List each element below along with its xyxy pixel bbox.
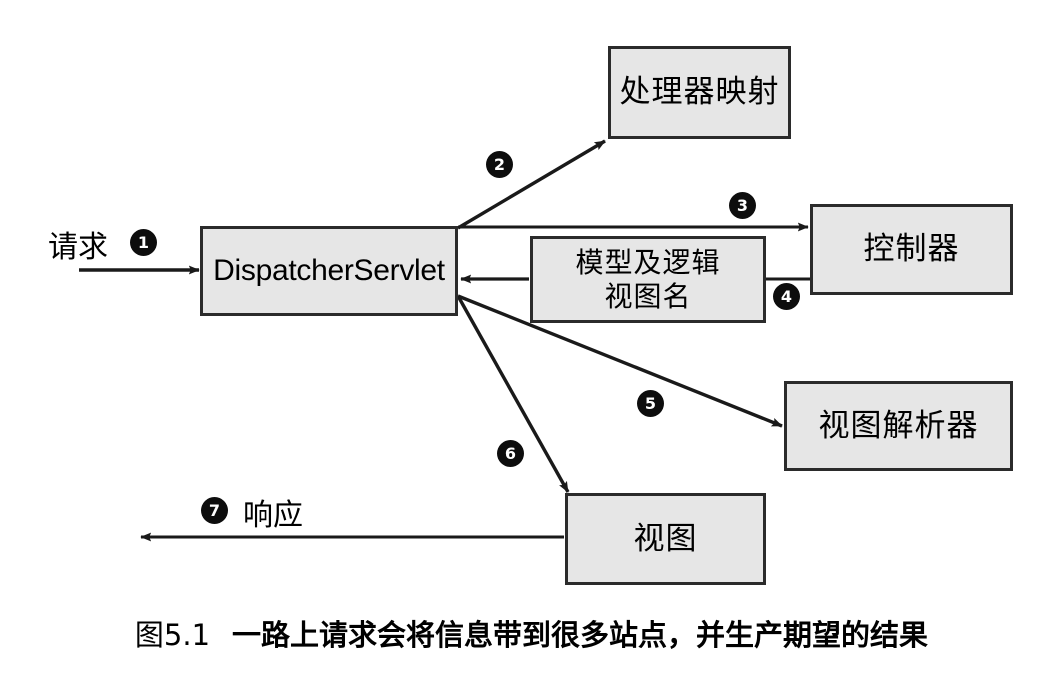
node-model-and-view-name-label: 模型及逻辑 视图名 [575,246,721,313]
edge-dispatcher-to-view [456,295,570,493]
node-handler-mapping[interactable]: 处理器映射 [608,46,791,139]
node-dispatcher-servlet-label: DispatcherServlet [213,254,445,288]
node-view[interactable]: 视图 [565,493,766,585]
node-view-label: 视图 [633,520,698,557]
node-controller-label: 控制器 [863,231,960,268]
node-view-resolver-label: 视图解析器 [818,407,979,444]
step-marker-4: 4 [773,283,800,310]
node-dispatcher-servlet[interactable]: DispatcherServlet [200,226,458,316]
node-model-and-view-name[interactable]: 模型及逻辑 视图名 [530,236,766,323]
edge-label-response: 响应 [243,498,303,533]
edge-label-request: 请求 [48,230,108,265]
node-view-resolver[interactable]: 视图解析器 [784,381,1013,471]
step-marker-7: 7 [201,497,228,524]
step-marker-2: 2 [486,151,513,178]
edge-dispatcher-to-view-resolver [457,294,783,428]
step-marker-3: 3 [729,192,756,219]
figure-caption: 图5.1 一路上请求会将信息带到很多站点，并生产期望的结果 [0,612,1063,654]
step-marker-1: 1 [130,229,157,256]
node-handler-mapping-label: 处理器映射 [619,74,780,111]
step-marker-6: 6 [497,440,524,467]
figure-caption-text: 一路上请求会将信息带到很多站点，并生产期望的结果 [232,618,929,652]
edge-dispatcher-to-handler-mapping [457,139,606,230]
figure-caption-number: 图5.1 [134,618,211,652]
node-controller[interactable]: 控制器 [810,204,1013,295]
step-marker-5: 5 [637,390,664,417]
